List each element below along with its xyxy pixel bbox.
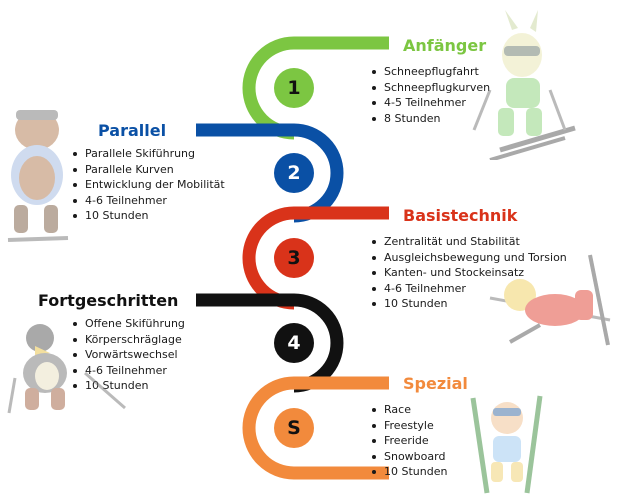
list-item: 4-6 Teilnehmer [370, 281, 567, 297]
list-item: Ausgleichsbewegung und Torsion [370, 250, 567, 266]
level-s-number-circle: S [274, 408, 314, 448]
level-2-block: Parallel [98, 121, 166, 141]
path-segment-black [196, 293, 344, 393]
level-4-list: Offene Skiführung Körperschräglage Vorwä… [71, 316, 185, 394]
fox-skier-icon [489, 254, 611, 346]
level-4-block: Fortgeschritten [38, 291, 178, 311]
level-1-title: Anfänger [403, 36, 487, 55]
list-item: 8 Stunden [370, 111, 490, 127]
beaver-skier-icon [7, 110, 69, 242]
list-item: 4-6 Teilnehmer [71, 363, 185, 379]
list-item: Snowboard [370, 449, 447, 465]
list-item: Schneepflugfahrt [370, 64, 490, 80]
eagle-skier-icon [7, 324, 126, 414]
list-item: Kanten- und Stockeinsatz [370, 265, 567, 281]
level-1-block: Anfänger [403, 36, 486, 56]
level-3-number-circle: 3 [274, 238, 314, 278]
path-segment-red [242, 206, 389, 310]
level-s-block: Spezial [403, 374, 468, 394]
rabbit-skier-icon [472, 10, 576, 160]
level-3-block: Basistechnik [403, 206, 517, 226]
list-item: 10 Stunden [370, 296, 567, 312]
list-item: Entwicklung der Mobilität [71, 177, 225, 193]
path-segment-orange [242, 376, 389, 480]
path-segment-green [242, 36, 389, 140]
list-item: Race [370, 402, 447, 418]
list-item: 4-6 Teilnehmer [71, 193, 225, 209]
level-3-title: Basistechnik [403, 206, 518, 225]
list-item: 10 Stunden [370, 464, 447, 480]
list-item: Zentralität und Stabilität [370, 234, 567, 250]
list-item: Freeride [370, 433, 447, 449]
list-item: Vorwärtswechsel [71, 347, 185, 363]
level-4-title: Fortgeschritten [38, 291, 179, 310]
list-item: Parallele Kurven [71, 162, 225, 178]
list-item: Freestyle [370, 418, 447, 434]
list-item: 4-5 Teilnehmer [370, 95, 490, 111]
bear-jumping-skier-icon [470, 395, 543, 494]
list-item: Schneepflugkurven [370, 80, 490, 96]
level-2-number-circle: 2 [274, 153, 314, 193]
level-s-list: Race Freestyle Freeride Snowboard 10 Stu… [370, 402, 447, 480]
level-1-number-circle: 1 [274, 68, 314, 108]
list-item: 10 Stunden [71, 208, 225, 224]
level-2-list: Parallele Skiführung Parallele Kurven En… [71, 146, 225, 224]
level-4-number-circle: 4 [274, 323, 314, 363]
level-1-list: Schneepflugfahrt Schneepflugkurven 4-5 T… [370, 64, 490, 126]
list-item: Körperschräglage [71, 332, 185, 348]
list-item: Offene Skiführung [71, 316, 185, 332]
level-3-list: Zentralität und Stabilität Ausgleichsbew… [370, 234, 567, 312]
level-s-title: Spezial [403, 374, 468, 393]
level-2-title: Parallel [98, 121, 167, 140]
list-item: Parallele Skiführung [71, 146, 225, 162]
